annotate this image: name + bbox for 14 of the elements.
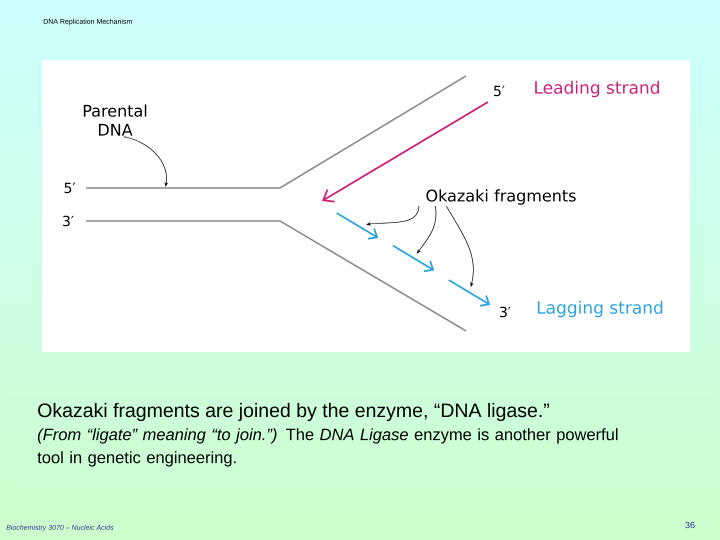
strand-end-label: 5′ (494, 86, 505, 96)
okazaki-fragment (392, 244, 434, 272)
page-number: 36 (685, 522, 695, 528)
leading-strand-label: Leading strand (535, 80, 659, 98)
strand-end-label: 3′ (63, 216, 74, 226)
lagging-strand-label: Lagging strand (538, 300, 662, 318)
okazaki-fragment (336, 212, 378, 240)
strand-end-label: 5′ (64, 182, 76, 194)
okazaki-label: Okazaki fragments (426, 189, 576, 205)
okazaki-fragment (448, 279, 490, 307)
body-text: (From “ligate” meaning “to join.”) The DNA Ligase enzyme is another powerful tool in genetic engineering. (37, 428, 618, 467)
strand-end-label: 3′ (500, 306, 511, 318)
parental-dna-label: Parental DNA (84, 104, 146, 136)
body-text: Okazaki fragments are joined by the enzyme, “DNA ligase.” (38, 402, 550, 422)
